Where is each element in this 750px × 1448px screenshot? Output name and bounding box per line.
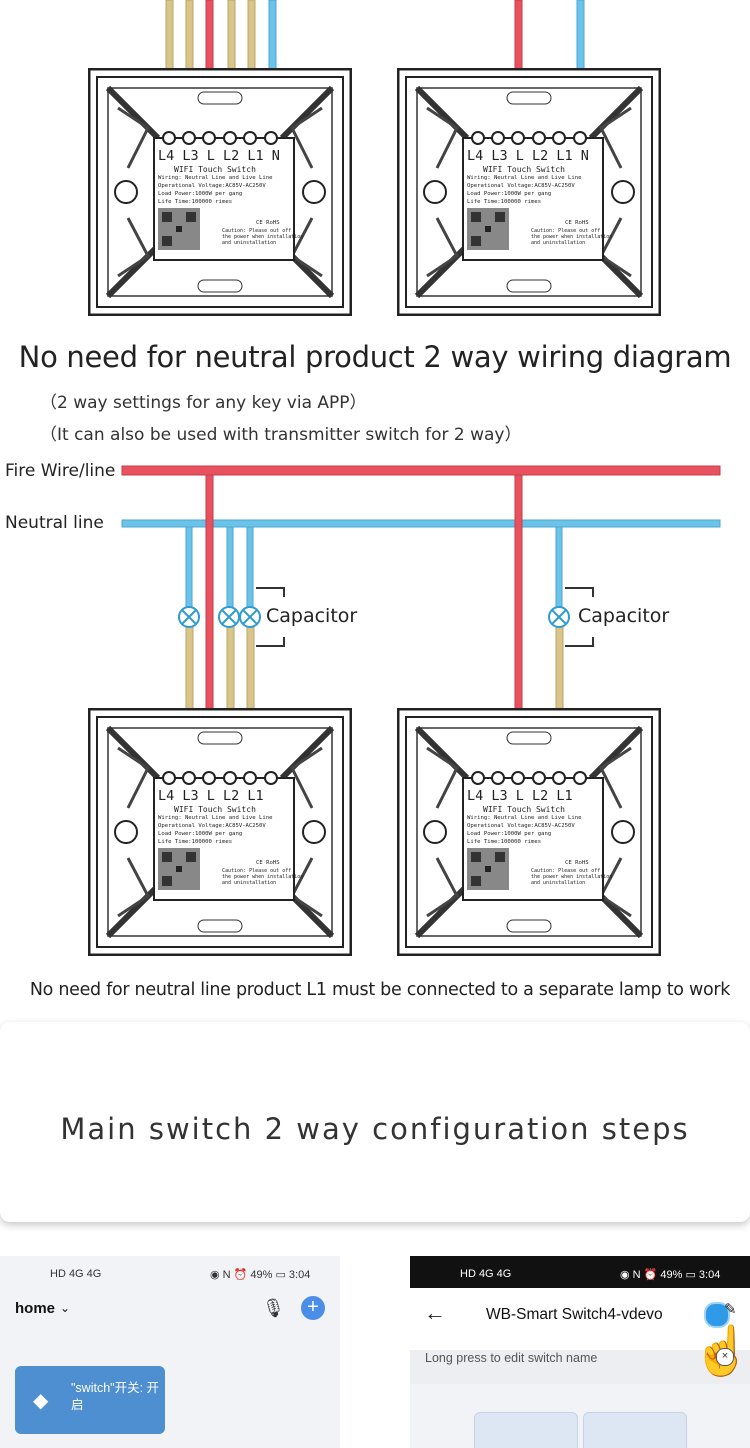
caution-1: Caution: Please out off [531, 868, 601, 874]
product-label: WIFI Touch Switch [483, 805, 565, 814]
switch-frame [396, 707, 662, 957]
section-card [0, 1022, 750, 1222]
chevron-down-icon[interactable]: ⌄ [60, 1301, 71, 1315]
caution-1: Caution: Please out off [222, 868, 292, 874]
spec-4: Life Time:100000 rimes [467, 199, 542, 205]
spec-1: Wiring: Neutral Line and Live Line [467, 815, 582, 821]
edit-icon[interactable] [704, 1302, 730, 1328]
caution-3: and uninstallation [222, 880, 277, 886]
back-arrow-icon[interactable]: ← [424, 1300, 446, 1325]
spec-1: Wiring: Neutral Line and Live Line [158, 815, 273, 821]
microphone-icon[interactable]: 🎙 [262, 1298, 285, 1318]
spec-4: Life Time:100000 rimes [158, 839, 233, 845]
switch-top-right: L4 L3 L L2 L1 N WIFI Touch Switch Wiring… [396, 67, 662, 317]
capacitor-symbol [565, 587, 594, 647]
terminal-labels: L4 L3 L L2 L1 [467, 788, 573, 804]
switch-frame [87, 707, 353, 957]
status-bar-right: ◉ N ⏰ 49% ▭ 3:04 [210, 1269, 311, 1281]
spec-3: Load Power:1000W per gang [158, 191, 243, 197]
spec-3: Load Power:1000W per gang [467, 191, 552, 197]
switch-key-tile[interactable] [583, 1412, 687, 1448]
status-bar-left: HD 4G 4G [50, 1268, 102, 1280]
diagram-footnote: No need for neutral line product L1 must… [29, 980, 731, 1000]
cert-label: CE RoHS [256, 220, 280, 226]
switch-frame [396, 67, 662, 317]
switch-key-tile[interactable] [474, 1412, 578, 1448]
spec-2: Operational Voltage:AC85V-AC250V [158, 823, 266, 829]
lamp-icon [178, 606, 200, 628]
neutral-line-label: Neutral line [5, 513, 104, 533]
spec-2: Operational Voltage:AC85V-AC250V [158, 183, 266, 189]
fire-wire-label: Fire Wire/line [5, 461, 116, 481]
fire-wire-bus [121, 465, 721, 476]
status-bar-left: HD 4G 4G [460, 1268, 512, 1280]
app-header [410, 1288, 750, 1350]
section-title: Main switch 2 way configuration steps [60, 1112, 690, 1146]
spec-3: Load Power:1000W per gang [158, 831, 243, 837]
two-way-wiring-svg [121, 465, 721, 782]
capacitor-label-right: Capacitor [578, 605, 670, 627]
close-icon[interactable]: × [716, 1348, 734, 1366]
caution-2: the power when installation [531, 234, 613, 240]
switch-bottom-left: L4 L3 L L2 L1 WIFI Touch Switch Wiring: … [87, 707, 353, 957]
spec-2: Operational Voltage:AC85V-AC250V [467, 823, 575, 829]
terminal-labels: L4 L3 L L2 L1 N [467, 148, 589, 164]
diagram-subtitle-2: （It can also be used with transmitter sw… [40, 425, 522, 445]
product-label: WIFI Touch Switch [174, 805, 256, 814]
caution-1: Caution: Please out off [531, 228, 601, 234]
tag-icon: ◆ [33, 1390, 49, 1412]
caution-3: and uninstallation [222, 240, 277, 246]
lamp-icon [548, 606, 570, 628]
terminal-labels: L4 L3 L L2 L1 [158, 788, 264, 804]
caution-3: and uninstallation [531, 240, 586, 246]
scene-label: "switch"开关: 开启 [71, 1381, 160, 1412]
cert-label: CE RoHS [256, 860, 280, 866]
terminal-labels: L4 L3 L L2 L1 N [158, 148, 280, 164]
caution-3: and uninstallation [531, 880, 586, 886]
scene-card[interactable]: ◆ "switch"开关: 开启 [15, 1366, 165, 1434]
phone-screenshot-home: HD 4G 4G ◉ N ⏰ 49% ▭ 3:04 home ⌄ 🎙 + ◆ "… [0, 1256, 340, 1448]
switch-bottom-right: L4 L3 L L2 L1 WIFI Touch Switch Wiring: … [396, 707, 662, 957]
caution-2: the power when installation [222, 874, 304, 880]
status-bar-right: ◉ N ⏰ 49% ▭ 3:04 [620, 1269, 721, 1281]
cert-label: CE RoHS [565, 860, 589, 866]
spec-1: Wiring: Neutral Line and Live Line [158, 175, 273, 181]
spec-3: Load Power:1000W per gang [467, 831, 552, 837]
cert-label: CE RoHS [565, 220, 589, 226]
caution-2: the power when installation [531, 874, 613, 880]
pencil-icon[interactable]: ✎ [724, 1301, 737, 1318]
add-button[interactable]: + [301, 1296, 325, 1320]
diagram-subtitle-1: （2 way settings for any key via APP） [40, 393, 367, 413]
diagram-title: No need for neutral product 2 way wiring… [18, 340, 732, 374]
hint-text: Long press to edit switch name [425, 1351, 598, 1365]
spec-2: Operational Voltage:AC85V-AC250V [467, 183, 575, 189]
home-title[interactable]: home [15, 1300, 56, 1317]
caution-2: the power when installation [222, 234, 304, 240]
spec-4: Life Time:100000 rimes [467, 839, 542, 845]
lamp-icon [239, 606, 261, 628]
switch-top-left: L4 L3 L L2 L1 N WIFI Touch Switch Wiring… [87, 67, 353, 317]
status-bar [410, 1256, 750, 1288]
hint-bar [410, 1350, 750, 1384]
product-label: WIFI Touch Switch [483, 165, 565, 174]
caution-1: Caution: Please out off [222, 228, 292, 234]
phone-screenshot-device: HD 4G 4G ◉ N ⏰ 49% ▭ 3:04 ← WB-Smart Swi… [410, 1256, 750, 1448]
switch-frame [87, 67, 353, 317]
product-label: WIFI Touch Switch [174, 165, 256, 174]
capacitor-symbol [256, 587, 285, 647]
neutral-line-bus [121, 519, 721, 528]
capacitor-label-left: Capacitor [266, 605, 358, 627]
spec-4: Life Time:100000 rimes [158, 199, 233, 205]
spec-1: Wiring: Neutral Line and Live Line [467, 175, 582, 181]
lamp-icon [218, 606, 240, 628]
device-title: WB-Smart Switch4-vdevo [486, 1306, 663, 1323]
